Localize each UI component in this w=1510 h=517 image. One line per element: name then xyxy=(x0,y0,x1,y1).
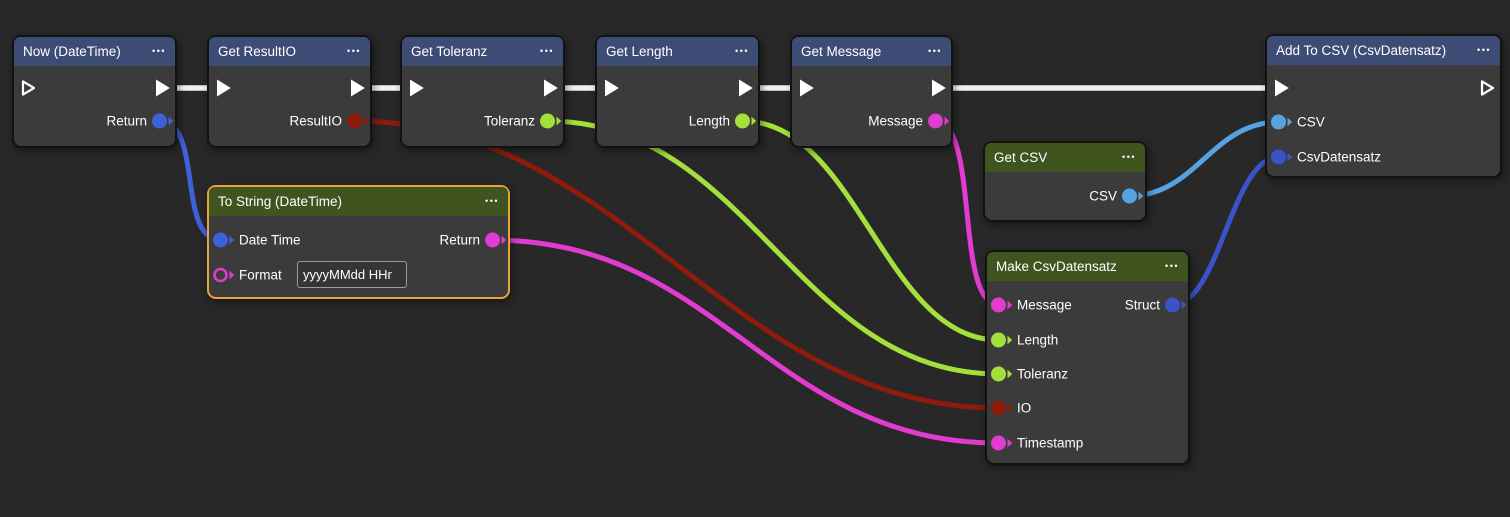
node-header[interactable]: Get Message ••• xyxy=(792,37,951,66)
node-header[interactable]: Now (DateTime) ••• xyxy=(14,37,175,66)
exec-in-pin[interactable] xyxy=(797,77,817,99)
node-title: Get Message xyxy=(801,44,882,59)
exec-out-pin[interactable] xyxy=(348,77,368,99)
format-input[interactable] xyxy=(297,261,407,288)
pin-label: Format xyxy=(239,267,282,283)
exec-out-pin[interactable] xyxy=(736,77,756,99)
output-pin-csv[interactable] xyxy=(1121,187,1145,205)
node-header[interactable]: Get ResultIO ••• xyxy=(209,37,370,66)
node-menu-ellipsis-icon[interactable]: ••• xyxy=(928,46,942,56)
input-pin-format[interactable] xyxy=(212,266,236,284)
input-pin-message[interactable] xyxy=(990,296,1014,314)
pin-label: IO xyxy=(1017,400,1032,416)
exec-out-pin[interactable] xyxy=(153,77,173,99)
pin-label: Timestamp xyxy=(1017,435,1084,451)
output-pin-return[interactable] xyxy=(484,231,508,249)
output-pin-struct[interactable] xyxy=(1164,296,1188,314)
data-wire-get-length-length xyxy=(739,118,1002,343)
pin-label: Length xyxy=(1017,332,1059,348)
pin-label: CSV xyxy=(1089,188,1117,204)
node-menu-ellipsis-icon[interactable]: ••• xyxy=(485,196,499,206)
node-header[interactable]: Get Toleranz ••• xyxy=(402,37,563,66)
output-pin-toleranz[interactable] xyxy=(539,112,563,130)
input-pin-toleranz[interactable] xyxy=(990,365,1014,383)
node-header[interactable]: To String (DateTime) ••• xyxy=(209,187,508,216)
input-pin-io[interactable] xyxy=(990,399,1014,417)
pin-label: Message xyxy=(1017,297,1072,313)
node-add-to-csv[interactable]: Add To CSV (CsvDatensatz) ••• CSV CsvDatens… xyxy=(1265,34,1502,178)
node-header[interactable]: Get Length ••• xyxy=(597,37,758,66)
data-wire-get-csv-csv xyxy=(1126,119,1282,199)
node-menu-ellipsis-icon[interactable]: ••• xyxy=(347,46,361,56)
node-get-length[interactable]: Get Length ••• Length xyxy=(595,35,760,148)
input-pin-length[interactable] xyxy=(990,331,1014,349)
input-pin-csv[interactable] xyxy=(1270,113,1294,131)
exec-in-pin[interactable] xyxy=(214,77,234,99)
data-wire-to-string-return xyxy=(489,237,1002,446)
exec-in-pin[interactable] xyxy=(602,77,622,99)
output-pin-return[interactable] xyxy=(151,112,175,130)
node-title: To String (DateTime) xyxy=(218,194,343,209)
node-title: Add To CSV (CsvDatensatz) xyxy=(1276,43,1447,58)
node-menu-ellipsis-icon[interactable]: ••• xyxy=(735,46,749,56)
pin-label: Date Time xyxy=(239,232,301,248)
node-get-toleranz[interactable]: Get Toleranz ••• Toleranz xyxy=(400,35,565,148)
output-pin-resultio[interactable] xyxy=(346,112,370,130)
node-title: Now (DateTime) xyxy=(23,44,121,59)
pin-label: Length xyxy=(688,113,730,129)
node-title: Make CsvDatensatz xyxy=(996,259,1117,274)
node-menu-ellipsis-icon[interactable]: ••• xyxy=(1165,261,1179,271)
exec-in-pin[interactable] xyxy=(19,77,39,99)
node-title: Get Toleranz xyxy=(411,44,488,59)
exec-out-pin[interactable] xyxy=(929,77,949,99)
pin-label: Return xyxy=(106,113,147,129)
node-title: Get ResultIO xyxy=(218,44,297,59)
exec-in-pin[interactable] xyxy=(1272,77,1292,99)
pin-label: Message xyxy=(868,113,923,129)
node-header[interactable]: Get CSV ••• xyxy=(985,143,1145,172)
node-menu-ellipsis-icon[interactable]: ••• xyxy=(1477,45,1491,55)
pin-label: CsvDatensatz xyxy=(1297,149,1382,165)
pin-label: Return xyxy=(439,232,480,248)
exec-out-pin[interactable] xyxy=(1478,77,1498,99)
node-get-resultio[interactable]: Get ResultIO ••• ResultIO xyxy=(207,35,372,148)
output-pin-length[interactable] xyxy=(734,112,758,130)
exec-in-pin[interactable] xyxy=(407,77,427,99)
node-menu-ellipsis-icon[interactable]: ••• xyxy=(540,46,554,56)
node-menu-ellipsis-icon[interactable]: ••• xyxy=(1122,152,1136,162)
input-pin-timestamp[interactable] xyxy=(990,434,1014,452)
pin-label: Struct xyxy=(1124,297,1160,313)
node-title: Get CSV xyxy=(994,150,1048,165)
exec-out-pin[interactable] xyxy=(541,77,561,99)
pin-label: Toleranz xyxy=(1017,366,1069,382)
node-get-csv[interactable]: Get CSV ••• CSV xyxy=(983,141,1147,222)
pin-label: CSV xyxy=(1297,114,1325,130)
node-menu-ellipsis-icon[interactable]: ••• xyxy=(152,46,166,56)
input-pin-csvdatensatz[interactable] xyxy=(1270,148,1294,166)
pin-label: Toleranz xyxy=(483,113,535,129)
node-title: Get Length xyxy=(606,44,673,59)
output-pin-message[interactable] xyxy=(927,112,951,130)
node-now[interactable]: Now (DateTime) ••• Return xyxy=(12,35,177,148)
node-header[interactable]: Add To CSV (CsvDatensatz) ••• xyxy=(1267,36,1500,65)
node-header[interactable]: Make CsvDatensatz ••• xyxy=(987,252,1188,281)
input-pin-date-time[interactable] xyxy=(212,231,236,249)
node-get-message[interactable]: Get Message ••• Message xyxy=(790,35,953,148)
pin-label: ResultIO xyxy=(289,113,342,129)
